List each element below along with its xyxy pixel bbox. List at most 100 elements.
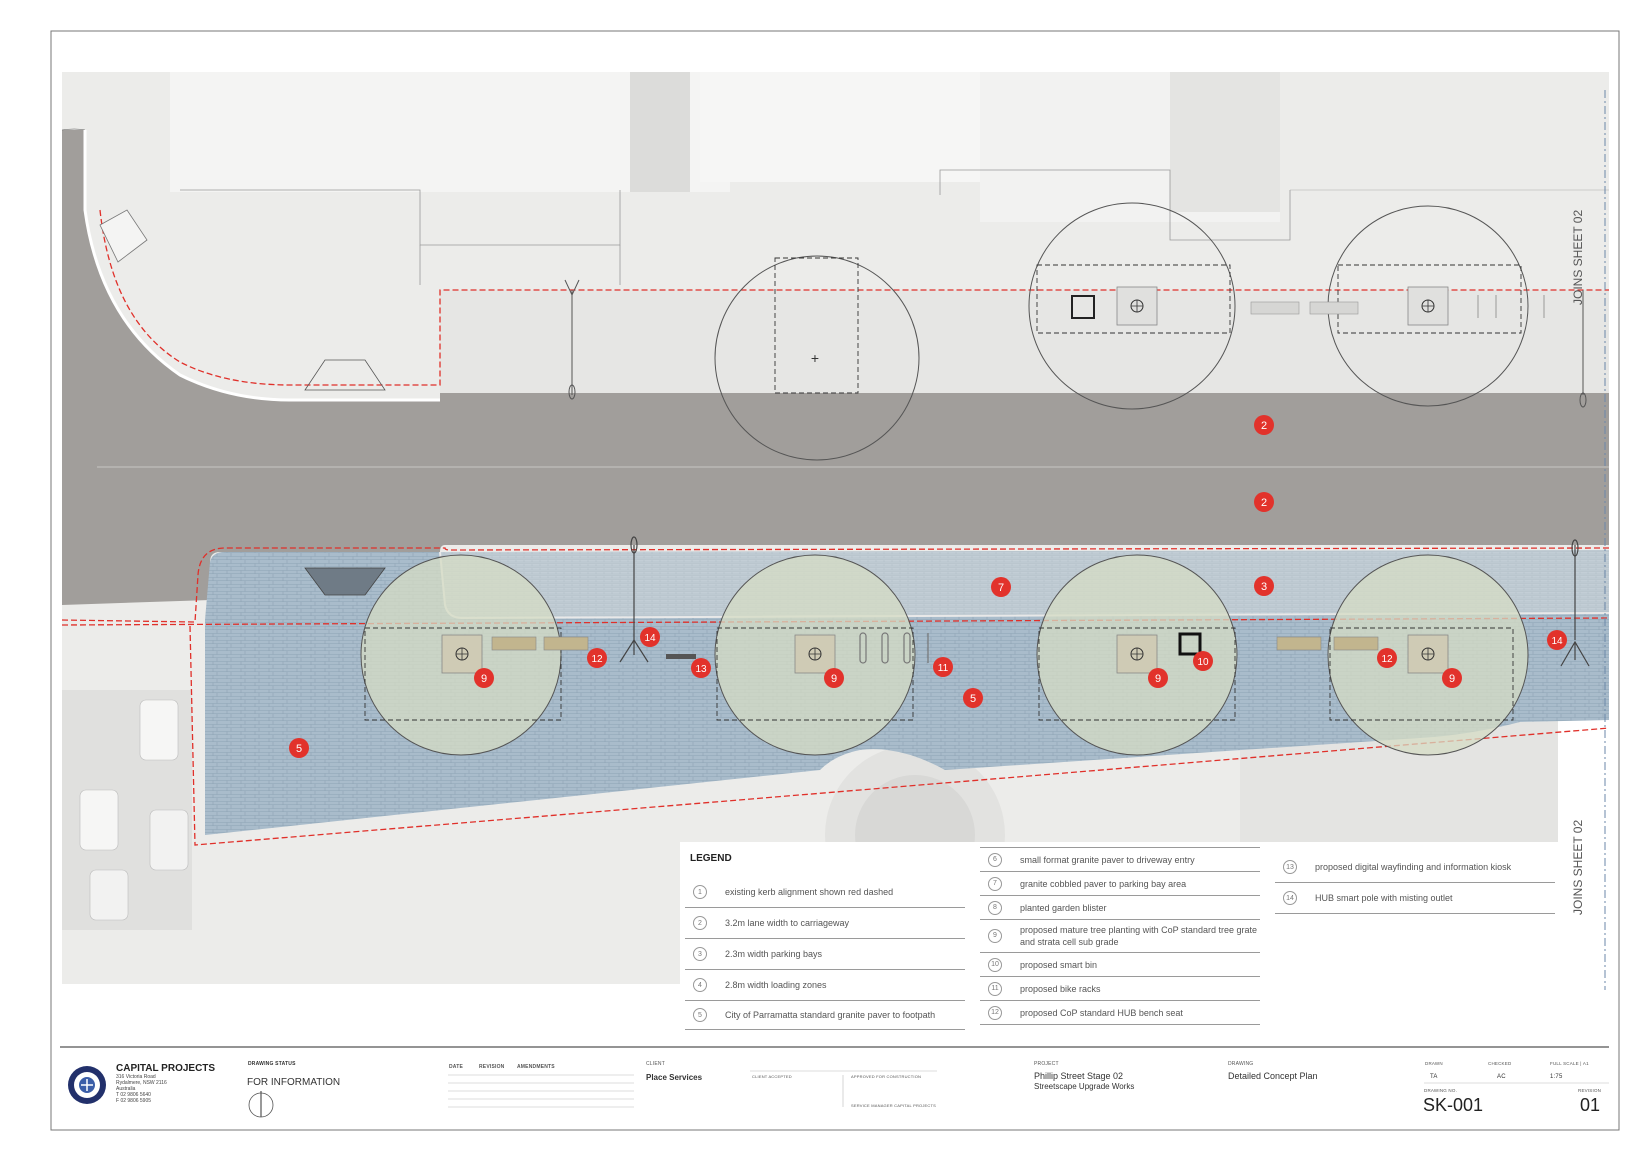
service-manager-label: SERVICE MANAGER CAPITAL PROJECTS [851,1103,937,1108]
org-address: 316 Victoria Road Rydalmere, NSW 2116 Au… [116,1074,167,1104]
callout-2: 2 [1254,492,1274,512]
revision-no-label: REVISION [1578,1088,1602,1093]
svg-text:5: 5 [296,743,302,755]
svg-text:12: 12 [1381,654,1393,665]
drawing-no-label: DRAWING NO. [1424,1088,1458,1093]
bench-seat [1333,636,1379,651]
svg-text:11: 11 [938,663,949,674]
svg-text:14: 14 [1551,636,1563,647]
svg-text:2: 2 [1261,420,1267,432]
callout-14: 14 [640,627,660,647]
legend-title: LEGEND [690,853,732,864]
city-seal-logo [68,1066,106,1104]
amendments-label: AMENDMENTS [517,1064,555,1070]
callout-5: 5 [289,738,309,758]
svg-text:2: 2 [1261,497,1267,509]
callout-12: 12 [587,648,607,668]
callout-5: 5 [963,688,983,708]
north-tree-grates: + [811,286,1545,366]
project-title: Phillip Street Stage 02 [1034,1071,1124,1081]
sheet-border [50,30,1620,1131]
callout-7: 7 [991,577,1011,597]
callout-13: 13 [691,658,711,678]
client-label: CLIENT [646,1061,665,1067]
street-furniture [491,632,1379,664]
svg-text:10: 10 [1197,657,1209,668]
bike-racks [859,632,929,664]
svg-text:13: 13 [695,664,707,675]
svg-text:7: 7 [998,582,1004,594]
north-tree-canopies [714,202,1529,461]
checked-value: AC [1497,1074,1506,1080]
project-subtitle: Streetscape Upgrade Works [1034,1082,1135,1091]
north-arrow-icon [248,1091,274,1118]
checked-label: CHECKED [1488,1061,1512,1066]
drawn-value: TA [1430,1074,1438,1080]
date-label: DATE [449,1064,464,1070]
driveway-ramp-north [304,359,386,391]
joins-sheet-label-top: JOINS SHEET 02 [1571,210,1585,305]
south-smart-poles [619,536,1590,667]
svg-text:9: 9 [481,673,487,685]
svg-text:+: + [811,350,819,366]
wayfinding-kiosk [666,654,696,659]
smart-bin [1178,632,1202,656]
scale-value: 1:75 [1550,1074,1563,1080]
svg-text:12: 12 [591,654,603,665]
south-tree-grates [441,634,1449,674]
callout-9: 9 [1442,668,1462,688]
callout-11: 11 [933,657,953,677]
callout-12: 12 [1377,648,1397,668]
svg-text:9: 9 [1155,673,1161,685]
callout-2: 2 [1254,415,1274,435]
drawing-status-label: DRAWING STATUS [248,1061,296,1067]
callout-markers: 2 2 3 7 5 5 9 9 9 9 10 11 12 12 13 14 14 [289,415,1567,758]
bench-seat [1276,636,1322,651]
scale-label: FULL SCALE | A1 [1550,1061,1589,1066]
callout-9: 9 [1148,668,1168,688]
callout-14: 14 [1547,630,1567,650]
drawing-status: FOR INFORMATION [247,1077,341,1088]
carriageway [62,130,1609,605]
svg-text:9: 9 [831,673,837,685]
drawing-label: DRAWING [1228,1061,1254,1067]
org-name: CAPITAL PROJECTS [116,1063,216,1074]
revision-label: REVISION [479,1064,505,1070]
approved-label: APPROVED FOR CONSTRUCTION [851,1074,922,1079]
client-accepted-label: CLIENT ACCEPTED [752,1074,792,1079]
callout-9: 9 [824,668,844,688]
callout-10: 10 [1193,651,1213,671]
legend-panel [680,842,1560,1022]
svg-text:3: 3 [1261,581,1267,593]
revision-number: 01 [1580,1095,1601,1115]
north-footpath [62,72,1609,393]
joins-sheet-label-bottom: JOINS SHEET 02 [1571,820,1585,915]
drawing-number: SK-001 [1423,1095,1484,1115]
drawn-label: DRAWN [1425,1061,1443,1066]
client-name: Place Services [646,1073,703,1082]
svg-text:5: 5 [970,693,976,705]
callout-3: 3 [1254,576,1274,596]
bench-seat [543,636,589,651]
bench-seat [491,636,537,651]
north-light-pole [564,279,1587,408]
callout-9: 9 [474,668,494,688]
driveway-ramp-south [304,567,386,596]
project-label: PROJECT [1034,1061,1059,1067]
svg-text:14: 14 [644,633,656,644]
